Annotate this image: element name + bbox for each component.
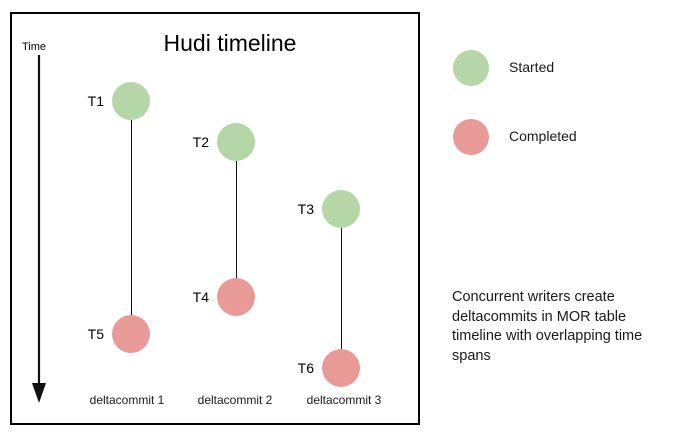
caption-text: Concurrent writers create deltacommits i…	[452, 289, 643, 364]
node-t4[interactable]	[217, 278, 255, 316]
node-t6[interactable]	[322, 349, 360, 387]
span-deltacommit-1	[131, 120, 132, 315]
time-axis-label: Time	[22, 41, 47, 53]
time-axis-arrow-icon	[32, 55, 46, 403]
column-label-deltacommit-1: deltacommit 1	[89, 393, 165, 407]
node-label-t6: T6	[297, 360, 314, 376]
node-label-t3: T3	[297, 201, 314, 217]
legend-label-started: Started	[509, 59, 555, 75]
legend-swatch-completed	[453, 119, 489, 155]
node-t2[interactable]	[217, 123, 255, 161]
diagram-title: Hudi timeline	[163, 30, 297, 56]
node-label-t4: T4	[192, 289, 209, 305]
node-label-t2: T2	[192, 134, 209, 150]
span-deltacommit-3	[341, 228, 342, 349]
legend-swatch-started	[453, 50, 489, 86]
node-t3[interactable]	[322, 190, 360, 228]
node-label-t5: T5	[87, 326, 104, 342]
span-deltacommit-2	[236, 161, 237, 278]
node-label-t1: T1	[87, 93, 104, 109]
node-t5[interactable]	[112, 315, 150, 353]
node-t1[interactable]	[112, 82, 150, 120]
legend-label-completed: Completed	[509, 128, 577, 144]
column-label-deltacommit-3: deltacommit 3	[306, 393, 382, 407]
timeline-frame	[10, 12, 420, 425]
column-label-deltacommit-2: deltacommit 2	[197, 393, 273, 407]
